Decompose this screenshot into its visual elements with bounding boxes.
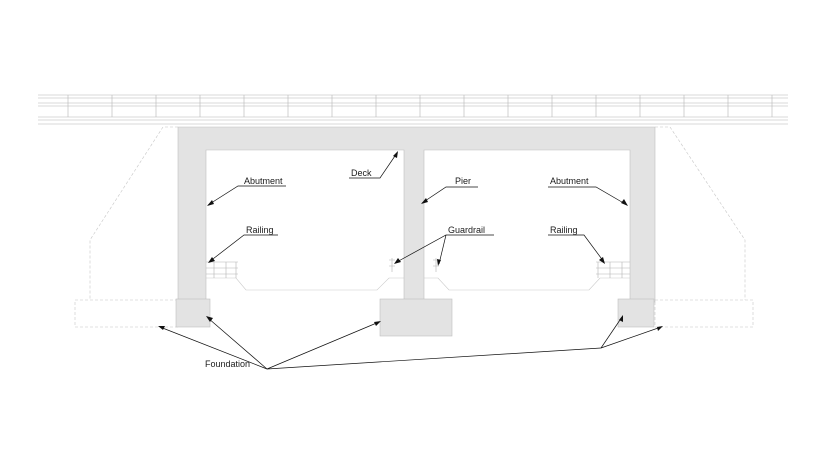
embankment-right	[654, 126, 754, 328]
leader-lines	[158, 151, 663, 370]
label-railing-right: Railing	[550, 225, 578, 235]
bridge-structure	[175, 126, 656, 337]
labels: Abutment Deck Pier Abutment Railing Guar…	[205, 168, 589, 369]
label-pier: Pier	[455, 176, 471, 186]
embankment-left	[74, 126, 179, 328]
label-abutment-right: Abutment	[550, 176, 589, 186]
railing-right-drawing	[596, 261, 630, 278]
label-guardrail: Guardrail	[448, 225, 485, 235]
label-railing-left: Railing	[246, 225, 274, 235]
top-railing	[38, 94, 788, 125]
foundation-right	[617, 298, 655, 328]
railing-left-drawing	[206, 261, 238, 278]
deck-and-supports	[177, 126, 656, 303]
foundation-left	[175, 298, 211, 328]
road-profiles	[206, 277, 630, 291]
label-abutment-left: Abutment	[244, 176, 283, 186]
label-deck: Deck	[351, 168, 372, 178]
label-foundation: Foundation	[205, 359, 250, 369]
foundation-pier	[379, 298, 453, 337]
